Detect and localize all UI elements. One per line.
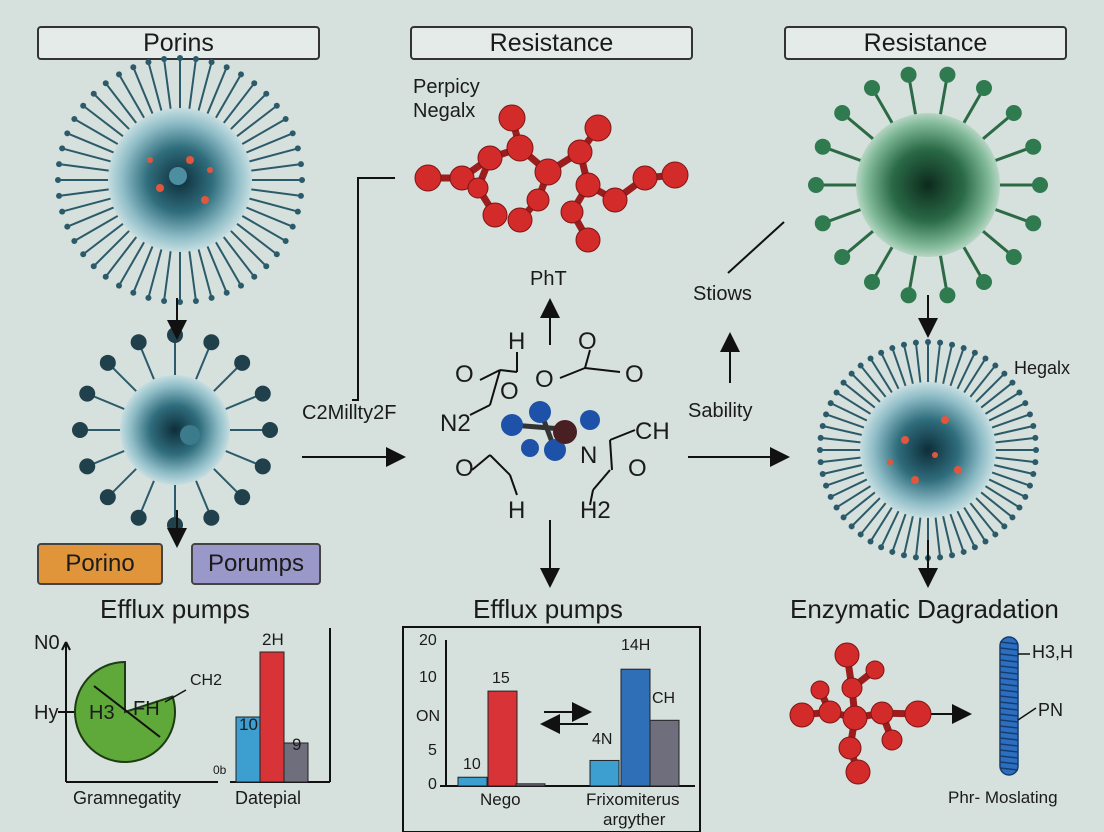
center-ytick-0: 0 [428, 776, 437, 793]
center-label-4n: 4N [592, 731, 613, 748]
center-bar-1-0 [589, 759, 620, 787]
center-bar-1-2 [649, 719, 680, 787]
mol-label-2: Negalx [413, 100, 476, 122]
label-hegalx: Hegalx [1014, 358, 1071, 378]
label-h3h: H3,H [1032, 642, 1074, 662]
center-label-10: 10 [463, 756, 481, 773]
left-bar-1 [259, 651, 285, 783]
left-bar-chart [230, 628, 331, 783]
center-bar-0-2 [515, 783, 546, 787]
center-bar-0-1 [487, 690, 518, 787]
flow-arrows [167, 177, 972, 734]
heading-efflux-left: Efflux pumps [100, 594, 250, 624]
chem-n2: N2 [440, 410, 471, 437]
chem-o1: O [455, 361, 474, 388]
bar-xlabel-left: Datepial [235, 788, 302, 808]
pie-label-h3: H3 [89, 702, 115, 724]
chem-ch: CH [635, 418, 670, 445]
center-xlabel-1: Nego [480, 790, 521, 809]
left-pie-chart [58, 641, 218, 783]
center-ytick-20: 20 [419, 632, 437, 649]
pie-y-top: N0 [34, 632, 60, 654]
bacterium-top-left [55, 55, 305, 305]
red-molecule-bottom [789, 642, 932, 785]
bacterium-mid-left [72, 327, 278, 533]
chemical-structure [469, 349, 636, 506]
chem-h-bottom: H [508, 497, 526, 524]
left-bar-2 [283, 742, 309, 783]
center-ytick-on: ON [416, 708, 440, 725]
chem-h2: H2 [580, 497, 611, 524]
pie-y-mid: Hy [34, 702, 59, 724]
bar-label-10: 10 [239, 715, 258, 734]
mol-label-1: Perpicy [413, 76, 480, 98]
center-label-ch: CH [652, 690, 676, 707]
pie-label-fh: FH [133, 698, 160, 720]
red-molecule-top [414, 104, 689, 253]
bacterium-top-right [808, 66, 1048, 304]
label-pn: PN [1038, 700, 1064, 720]
center-bar-1-1 [620, 668, 651, 787]
arrow-label-pht: PhT [530, 268, 567, 290]
caption-moslating: Phr- Moslating [948, 788, 1058, 807]
heading-efflux-center: Efflux pumps [473, 594, 623, 624]
chem-o4: O [578, 328, 597, 355]
bar-label-2h: 2H [262, 630, 284, 649]
center-label-15: 15 [492, 670, 510, 687]
bar-label-origin: 0b [213, 763, 227, 777]
label-sability: Sability [688, 400, 753, 422]
pie-label-ch2: CH2 [190, 672, 223, 689]
pie-slice-main [74, 660, 176, 763]
heading-enzymatic: Enzymatic Dagradation [790, 594, 1059, 624]
center-ytick-10: 10 [419, 669, 437, 686]
center-xlabel-2: Frixomiterus [586, 790, 680, 809]
blue-helix [999, 636, 1037, 776]
bar-label-9: 9 [292, 735, 302, 754]
pie-xlabel: Gramnegatity [73, 788, 182, 808]
chem-o-right: O [628, 455, 647, 482]
side-label: C2Millty2F [302, 402, 397, 424]
chem-o2: O [500, 378, 519, 405]
chem-o5: O [625, 361, 644, 388]
center-bar-0-0 [457, 776, 488, 787]
title-resistance-center: Resistance [410, 26, 693, 60]
label-stiows: Stiows [693, 283, 752, 305]
center-xlabel-3: argyther [603, 810, 666, 829]
chem-o3: O [535, 366, 554, 393]
atom-cluster [501, 401, 600, 461]
chem-h-top: H [508, 328, 526, 355]
bacterium-mid-right [817, 339, 1039, 561]
center-label-14h: 14H [621, 637, 651, 654]
tag-porumps: Porumps [191, 543, 321, 585]
title-resistance-right: Resistance [784, 26, 1067, 60]
center-bar-chart [402, 626, 701, 832]
tag-porino: Porino [37, 543, 163, 585]
chem-n: N [580, 442, 598, 469]
title-porins: Porins [37, 26, 320, 60]
chem-o6: O [455, 455, 474, 482]
center-ytick-5: 5 [428, 742, 437, 759]
